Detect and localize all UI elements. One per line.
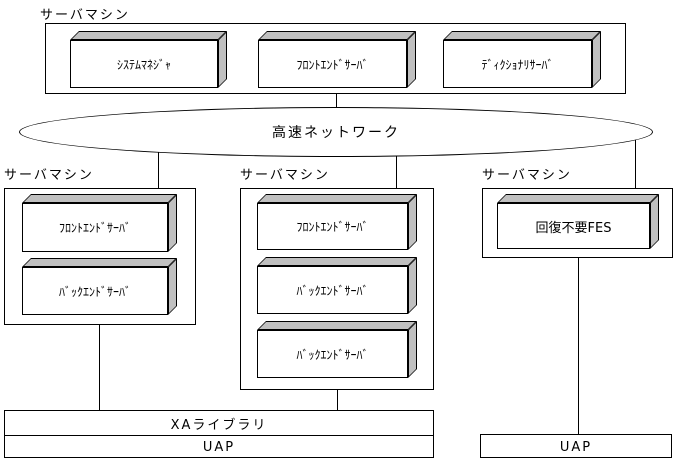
uap-right-box: UAP	[480, 434, 672, 458]
server-machine-right-box	[482, 188, 673, 258]
server-machine-middle-label: サーバマシン	[240, 168, 330, 183]
server-machine-left-label: サーバマシン	[4, 168, 94, 183]
box-right-face	[168, 258, 177, 315]
box-right-face	[408, 321, 417, 378]
box-front-face: ﾊﾞｯｸｴﾝﾄﾞｻｰﾊﾞ	[257, 330, 408, 378]
box-top-face	[497, 194, 659, 203]
system-manager-label: ｼｽﾃﾑﾏﾈｼﾞｬ	[116, 57, 171, 72]
box-right-face	[650, 194, 659, 249]
box-top-face	[22, 258, 177, 267]
network-label: 高速ネットワーク	[272, 125, 400, 141]
connector-network-to-middle-machine	[396, 140, 397, 188]
box-top-face	[258, 31, 416, 40]
server-machine-right-label: サーバマシン	[482, 168, 572, 183]
xa-library-row: XAライブラリ	[5, 411, 433, 435]
box-right-face	[592, 31, 601, 88]
box-right-face	[408, 194, 417, 250]
box-right-face	[168, 194, 177, 252]
recovery-free-fes-label: 回復不要FES	[535, 220, 612, 236]
uap-right-row: UAP	[481, 435, 671, 459]
box-front-face: ﾌﾛﾝﾄｴﾝﾄﾞｻｰﾊﾞ	[258, 40, 407, 88]
box-front-face: ﾌﾛﾝﾄｴﾝﾄﾞｻｰﾊﾞ	[22, 203, 168, 252]
network-ellipse: 高速ネットワーク	[19, 107, 653, 157]
server-machine-top-label: サーバマシン	[40, 8, 130, 23]
box-front-face: ｼｽﾃﾑﾏﾈｼﾞｬ	[70, 40, 218, 88]
box-top-face	[257, 321, 417, 330]
box-right-face	[408, 257, 417, 314]
connector-left-machine-to-xa	[99, 325, 100, 410]
connector-network-to-left-machine	[158, 140, 159, 188]
server-machine-top-box	[45, 23, 626, 94]
box-top-face	[22, 194, 177, 203]
uap-left-row: UAP	[5, 435, 433, 459]
uap-left-label: UAP	[202, 440, 236, 455]
connector-network-to-right-machine	[635, 133, 636, 188]
dictionary-server-label: ﾃﾞｨｸｼｮﾅﾘｻｰﾊﾞ	[481, 57, 554, 72]
uap-right-label: UAP	[559, 439, 593, 455]
box-top-face	[70, 31, 227, 40]
box-front-face: 回復不要FES	[497, 203, 650, 249]
front-end-server-left-label: ﾌﾛﾝﾄｴﾝﾄﾞｻｰﾊﾞ	[58, 221, 131, 235]
connector-right-machine-to-uap	[578, 258, 579, 434]
xa-library-label: XAライブラリ	[170, 417, 268, 433]
box-right-face	[407, 31, 416, 88]
back-end-server-middle-label-2: ﾊﾞｯｸｴﾝﾄﾞｻｰﾊﾞ	[296, 347, 369, 362]
box-front-face: ﾊﾞｯｸｴﾝﾄﾞｻｰﾊﾞ	[257, 266, 408, 314]
front-end-server-middle-label: ﾌﾛﾝﾄｴﾝﾄﾞｻｰﾊﾞ	[296, 220, 369, 234]
connector-middle-machine-to-xa	[337, 390, 338, 410]
connector-top-box-to-network	[336, 94, 337, 110]
front-end-server-top-label: ﾌﾛﾝﾄｴﾝﾄﾞｻｰﾊﾞ	[296, 57, 369, 72]
box-front-face: ﾌﾛﾝﾄｴﾝﾄﾞｻｰﾊﾞ	[257, 203, 408, 250]
back-end-server-middle-label-1: ﾊﾞｯｸｴﾝﾄﾞｻｰﾊﾞ	[296, 283, 369, 298]
box-top-face	[257, 257, 417, 266]
xa-uap-stack-box: XAライブラリ UAP	[4, 410, 434, 458]
back-end-server-left-label: ﾊﾞｯｸｴﾝﾄﾞｻｰﾊﾞ	[58, 284, 131, 299]
box-front-face: ﾊﾞｯｸｴﾝﾄﾞｻｰﾊﾞ	[22, 267, 168, 315]
box-top-face	[443, 31, 601, 40]
server-machine-left-box	[4, 188, 196, 325]
box-top-face	[257, 194, 417, 203]
box-front-face: ﾃﾞｨｸｼｮﾅﾘｻｰﾊﾞ	[443, 40, 592, 88]
box-right-face	[218, 31, 227, 88]
server-machine-middle-box	[240, 188, 434, 390]
